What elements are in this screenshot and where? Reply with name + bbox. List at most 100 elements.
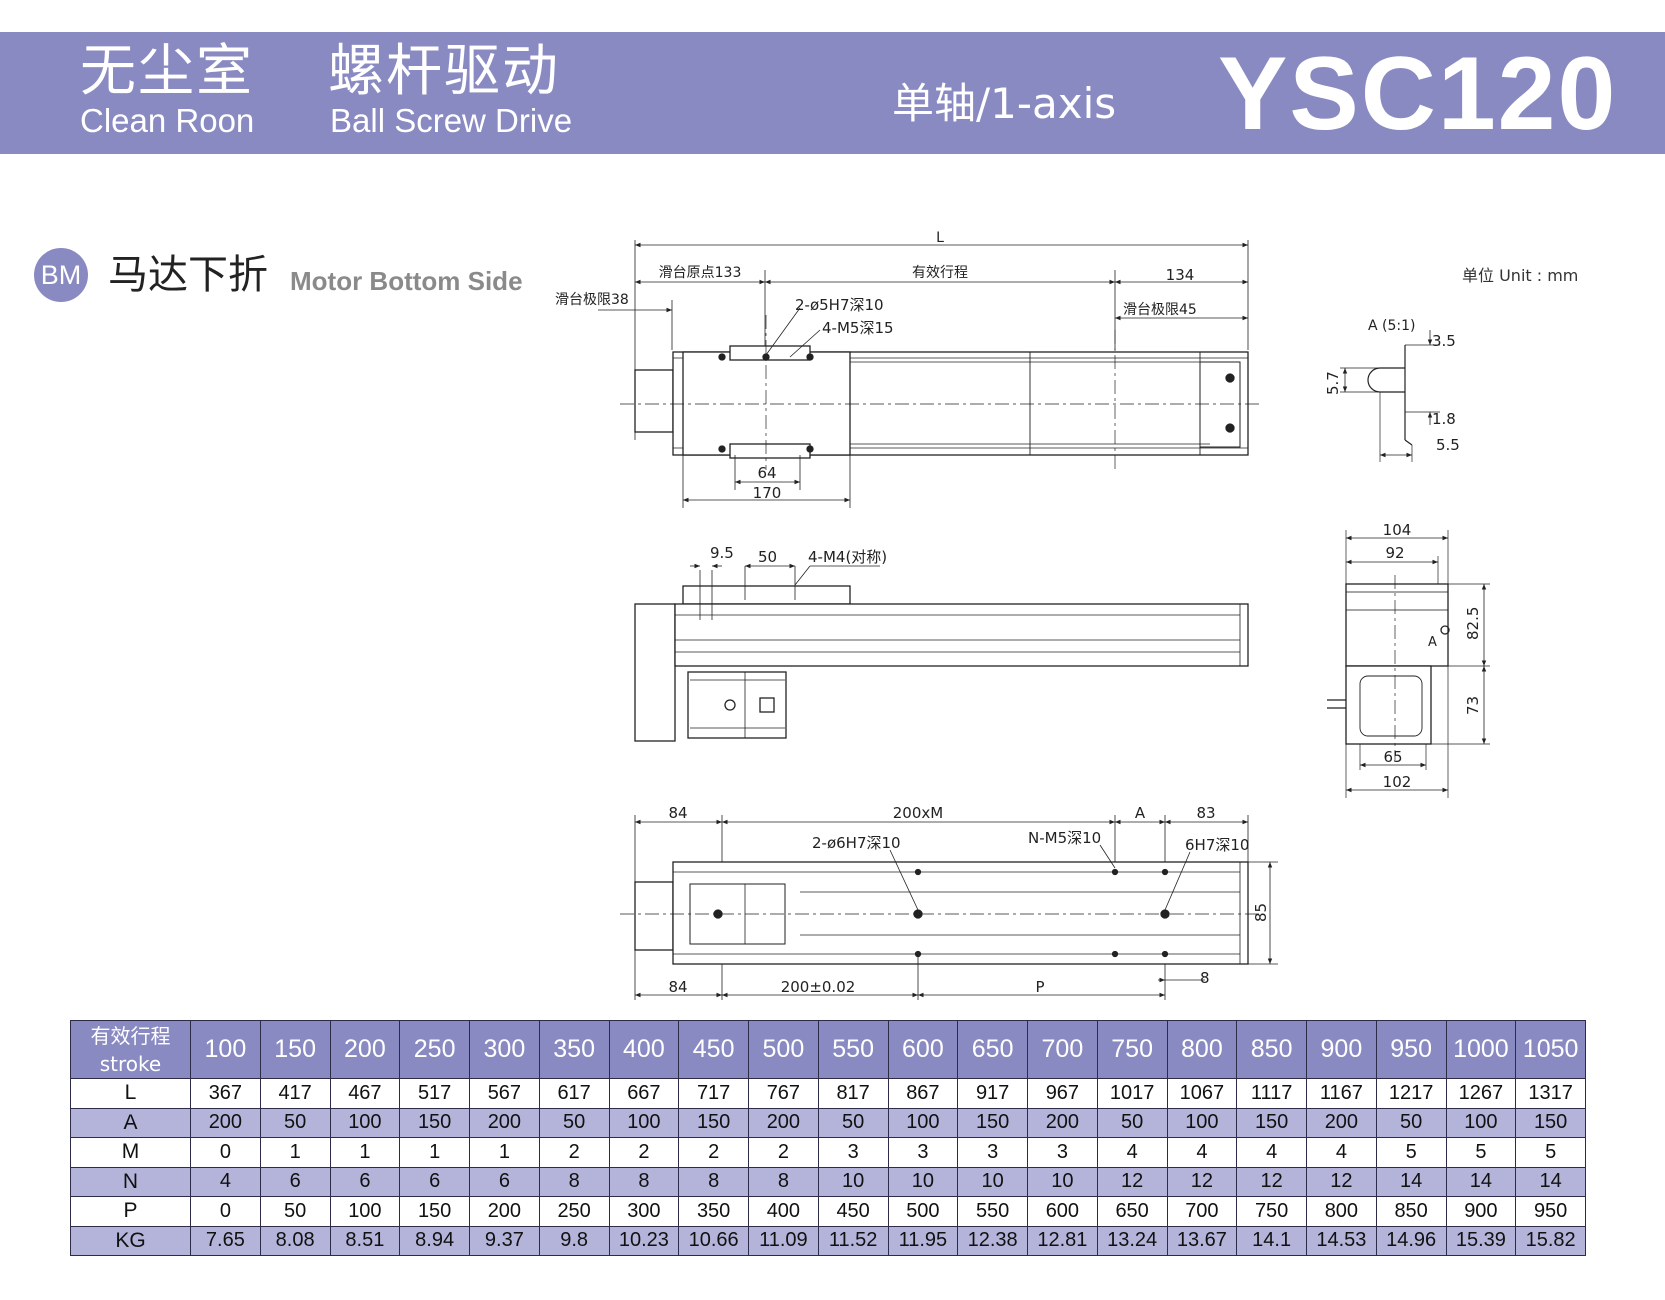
stroke-col-header: 250 [399, 1020, 470, 1079]
bottom-pin-hole-6h7: 6H7深10 [1185, 836, 1249, 854]
table-cell: 200 [190, 1107, 261, 1138]
table-cell: 100 [1166, 1107, 1238, 1138]
header-band: 无尘室 Clean Roon 螺杆驱动 Ball Screw Drive 单轴/… [0, 32, 1665, 154]
table-cell: 850 [1375, 1196, 1447, 1227]
side-holes-label: 4-M4(对称) [808, 548, 887, 566]
stroke-col-header: 150 [259, 1020, 331, 1079]
table-cell: 150 [1515, 1107, 1586, 1138]
table-cell: 8.51 [329, 1225, 401, 1256]
dim-5-5: 5.5 [1436, 436, 1460, 454]
table-cell: 6 [329, 1166, 401, 1197]
table-cell: 150 [399, 1196, 470, 1227]
table-cell: 2 [678, 1137, 749, 1168]
bottom-dim-83: 83 [1196, 804, 1215, 822]
table-cell: 5 [1515, 1137, 1586, 1168]
table-cell: 15.82 [1515, 1225, 1586, 1256]
table-cell: 10 [817, 1166, 889, 1197]
table-cell: 900 [1445, 1196, 1517, 1227]
stroke-col-header: 500 [748, 1020, 819, 1079]
table-cell: 50 [817, 1107, 889, 1138]
table-cell: 100 [608, 1107, 680, 1138]
cleanroom-en: Clean Roon [80, 102, 255, 139]
table-cell: 50 [1096, 1107, 1168, 1138]
table-cell: 667 [608, 1078, 680, 1109]
dim-134: 134 [1166, 266, 1195, 284]
table-cell: 2 [748, 1137, 819, 1168]
table-cell: 367 [190, 1078, 261, 1109]
technical-drawing: L 滑台原点133 有效行程 134 滑台极限38 滑台极限45 2-ø5H7深… [555, 230, 1490, 1000]
table-cell: 4 [1096, 1137, 1168, 1168]
table-cell: 11.09 [748, 1225, 819, 1256]
table-cell: 12 [1166, 1166, 1238, 1197]
table-cell: 3 [957, 1137, 1028, 1168]
table-cell: 8 [678, 1166, 749, 1197]
dim-9-5: 9.5 [710, 544, 734, 562]
dim-3-5: 3.5 [1432, 332, 1456, 350]
stroke-col-header: 100 [190, 1020, 261, 1079]
table-cell: 4 [1236, 1137, 1307, 1168]
table-cell: 150 [957, 1107, 1028, 1138]
row-label: P [70, 1196, 191, 1227]
drive-en: Ball Screw Drive [330, 102, 573, 139]
table-cell: 4 [190, 1166, 261, 1197]
stroke-col-header: 600 [887, 1020, 959, 1079]
table-cell: 8 [608, 1166, 680, 1197]
screw-holes-label: 4-M5深15 [822, 319, 894, 337]
table-cell: 250 [538, 1196, 610, 1227]
top-view [598, 240, 1260, 508]
table-cell: 14.53 [1306, 1225, 1377, 1256]
section-title-cn: 马达下折 [108, 252, 268, 298]
table-cell: 100 [887, 1107, 959, 1138]
table-cell: 15.39 [1445, 1225, 1517, 1256]
dim-1-8: 1.8 [1432, 410, 1456, 428]
table-cell: 1217 [1375, 1078, 1447, 1109]
table-cell: 717 [678, 1078, 749, 1109]
table-cell: 750 [1236, 1196, 1307, 1227]
table-cell: 50 [1375, 1107, 1447, 1138]
stroke-col-header: 650 [957, 1020, 1028, 1079]
stroke-col-header: 400 [608, 1020, 680, 1079]
table-cell: 14.96 [1375, 1225, 1447, 1256]
table-cell: 5 [1445, 1137, 1517, 1168]
table-cell: 0 [190, 1137, 261, 1168]
dim-64: 64 [757, 464, 776, 482]
bottom-dim-85: 85 [1252, 903, 1270, 922]
table-cell: 1017 [1096, 1078, 1168, 1109]
table-cell: 1 [399, 1137, 470, 1168]
dim-102: 102 [1383, 773, 1412, 791]
table-cell: 867 [887, 1078, 959, 1109]
table-cell: 567 [469, 1078, 540, 1109]
table-cell: 6 [469, 1166, 540, 1197]
table-cell: 9.37 [469, 1225, 540, 1256]
table-cell: 8.94 [399, 1225, 470, 1256]
table-cell: 14 [1375, 1166, 1447, 1197]
unit-label: 单位 Unit : mm [1462, 266, 1579, 285]
table-cell: 1 [259, 1137, 331, 1168]
table-cell: 967 [1027, 1078, 1098, 1109]
stroke-col-header: 1050 [1515, 1020, 1586, 1079]
table-cell: 500 [887, 1196, 959, 1227]
bottom-dim-p: P [1035, 978, 1044, 996]
bottom-n-holes: N-M5深10 [1028, 829, 1101, 847]
table-cell: 200 [748, 1107, 819, 1138]
table-cell: 4 [1166, 1137, 1238, 1168]
table-cell: 50 [259, 1107, 331, 1138]
table-cell: 10.66 [678, 1225, 749, 1256]
model-title: YSC120 [1218, 36, 1618, 152]
table-cell: 517 [399, 1078, 470, 1109]
table-cell: 1067 [1166, 1078, 1238, 1109]
table-cell: 1167 [1306, 1078, 1377, 1109]
dim-L: L [936, 230, 944, 246]
stroke-header: 有效行程 stroke [70, 1020, 191, 1079]
table-cell: 617 [538, 1078, 610, 1109]
bottom-view [620, 815, 1278, 1000]
table-cell: 1117 [1236, 1078, 1307, 1109]
dim-5-7: 5.7 [1324, 371, 1342, 395]
cleanroom-cn: 无尘室 [80, 39, 254, 104]
slider-origin-label: 滑台原点133 [659, 264, 742, 281]
